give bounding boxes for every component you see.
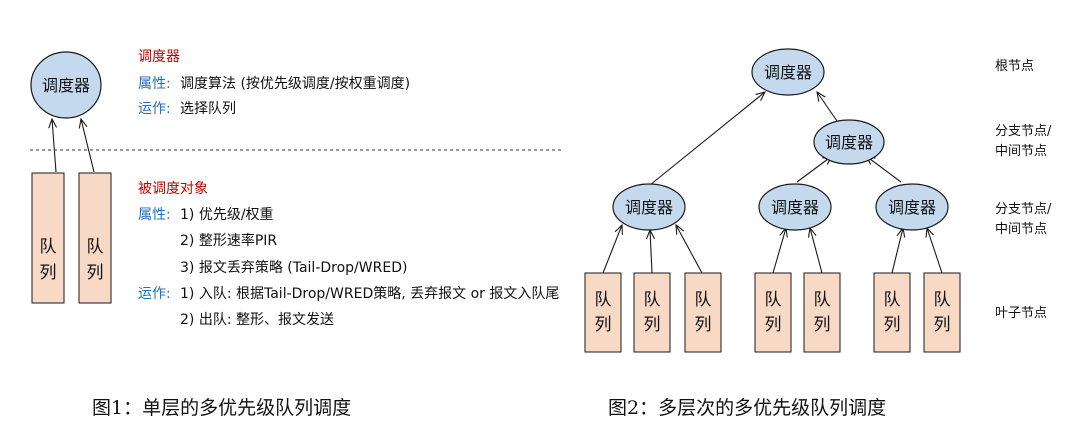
fig2-level-branch-2-line-2: 中间节点 [995,222,1047,237]
fig2-branch-scheduler-2-label: 调度器 [771,198,819,217]
fig1-queue-2-char-2: 列 [87,263,104,283]
fig2-branch-scheduler-2 [758,183,832,231]
fig1-scheduler-op-value: 选择队列 [180,101,236,117]
figure-1: 调度器 队 列 队 列 调度器 属性: 调度算法 (按优先级调度/按权重调度) … [30,49,562,419]
fig1-scheduler-attr-key: 属性: [138,76,171,92]
fig2-mid-scheduler [813,119,885,165]
fig1-scheduler-attr-value: 调度算法 (按优先级调度/按权重调度) [180,76,410,92]
fig2-queue-3: 队 列 [684,272,722,353]
fig2-queue-3-char-1: 队 [695,290,712,310]
fig2-queue-2: 队 列 [633,272,671,353]
fig2-arrow-q2-to-l1 [650,230,652,274]
fig2-mid-scheduler-label: 调度器 [825,133,873,152]
fig1-object-attr-2: 2) 整形速率PIR [180,232,277,249]
fig2-queue-1-char-1: 队 [595,290,612,310]
fig1-queue-2-char-1: 队 [87,237,104,257]
fig1-queue-1 [31,172,65,304]
fig1-caption: 图1：单层的多优先级队列调度 [92,397,351,419]
fig2-queue-1-char-2: 列 [595,315,612,335]
fig2-queue-7-char-2: 列 [934,315,951,335]
fig2-queue-7-char-1: 队 [934,290,951,310]
fig2-queue-1: 队 列 [584,272,622,353]
fig2-queue-4-char-1: 队 [765,290,782,310]
fig1-object-op-2: 2) 出队: 整形、报文发送 [180,312,334,328]
fig2-level-branch-1-line-1: 分支节点/ [995,124,1052,139]
fig2-arrow-q7-to-l3 [927,228,943,274]
fig2-arrow-q4-to-l2 [772,228,786,274]
fig2-queue-5: 队 列 [803,272,841,353]
fig1-object-op-1: 1) 入队: 根据Tail-Drop/WRED策略, 丢弃报文 or 报文入队尾 [180,285,559,302]
fig2-arrow-q5-to-l2 [810,228,823,274]
fig2-queue-6-char-1: 队 [884,290,901,310]
fig1-object-op-key: 运作: [138,286,171,302]
fig1-object-attr-1: 1) 优先级/权重 [180,207,274,223]
fig1-scheduler-title: 调度器 [138,49,180,65]
figure-2: 调度器 调度器 调度器 调度器 调度器 队 列 队 列 队 列 队 列 [584,48,1052,419]
fig1-queue-2 [78,172,112,304]
fig2-queue-4: 队 列 [754,272,792,353]
fig2-arrow-mid-to-root [817,92,838,122]
fig2-queue-6: 队 列 [873,272,911,353]
fig2-arrow-q6-to-l3 [891,228,903,274]
fig2-queue-4-char-2: 列 [765,315,782,335]
fig1-scheduler-op-key: 运作: [138,101,171,117]
fig2-queue-5-char-1: 队 [814,290,831,310]
fig1-arrow-right [81,119,95,173]
fig2-level-branch-2-line-1: 分支节点/ [995,202,1052,217]
fig2-root-scheduler-label: 调度器 [764,63,812,82]
fig2-level-branch-1-line-2: 中间节点 [995,144,1047,159]
fig2-branch-scheduler-1-label: 调度器 [625,198,673,217]
fig2-queue-2-char-1: 队 [644,290,661,310]
fig1-queue-1-char-1: 队 [40,237,57,257]
fig2-caption: 图2：多层次的多优先级队列调度 [608,397,886,419]
fig2-arrow-l3-to-mid [866,156,902,183]
fig2-branch-scheduler-3 [875,183,949,231]
fig2-arrow-q1-to-l1 [602,225,622,274]
fig1-scheduler-node [30,51,102,119]
fig2-arrow-l1-to-root [649,92,765,186]
fig2-root-scheduler [751,48,825,96]
fig2-level-leaf: 叶子节点 [995,306,1047,321]
fig1-object-title: 被调度对象 [138,181,208,197]
fig2-queue-6-char-2: 列 [884,315,901,335]
fig2-branch-scheduler-3-label: 调度器 [888,198,936,217]
fig2-queue-5-char-2: 列 [814,315,831,335]
fig2-queue-7: 队 列 [923,272,961,353]
fig2-arrow-l2-to-mid [796,156,832,183]
fig1-scheduler-label: 调度器 [42,76,90,95]
fig2-level-root: 根节点 [995,59,1034,74]
fig2-arrow-q3-to-l1 [676,225,703,274]
fig2-queue-2-char-2: 列 [644,315,661,335]
fig1-object-attr-3: 3) 报文丢弃策略 (Tail-Drop/WRED) [180,259,407,276]
fig2-queue-3-char-2: 列 [695,315,712,335]
fig1-object-attr-key: 属性: [138,207,171,223]
fig2-branch-scheduler-1 [612,183,686,231]
fig1-queue-1-char-2: 列 [40,263,57,283]
fig1-arrow-left [52,119,56,173]
